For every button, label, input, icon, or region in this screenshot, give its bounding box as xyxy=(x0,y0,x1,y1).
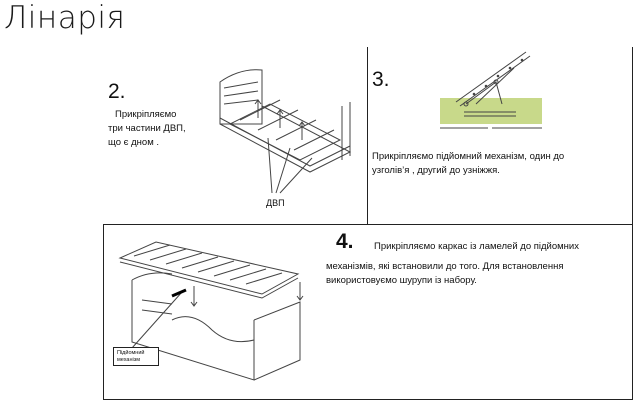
bed-base-panels-illustration xyxy=(219,69,352,194)
page-title: Лінарія xyxy=(4,0,126,36)
step-2-text: Прикріпляємо три частини ДВП, що є дном … xyxy=(108,108,218,150)
callout-line: Підйомний xyxy=(117,350,145,356)
step-2-image-label: ДВП xyxy=(266,198,285,208)
lift-mechanism-illustration xyxy=(440,51,542,129)
left-border-bottom xyxy=(103,224,104,400)
slat-frame-illustration xyxy=(118,241,304,381)
step-4-number: 4. xyxy=(336,230,354,253)
step-3-text: Прикріпляємо підйомний механізм, один до… xyxy=(372,150,630,178)
bottom-border xyxy=(103,399,633,400)
step-4-text-line: використовуємо шурупи із набору. xyxy=(326,275,477,286)
vertical-divider-top xyxy=(367,47,368,225)
horizontal-divider xyxy=(103,224,633,225)
step-2-number: 2. xyxy=(108,80,126,103)
right-border xyxy=(632,47,633,400)
lift-mechanism-callout: Підйомний механізм xyxy=(113,347,159,366)
step-4-text-line: Прикріпляємо каркас із ламелей до підйом… xyxy=(374,241,579,252)
step-3-text-line: узголів’я , другий до узніжжя. xyxy=(372,165,500,176)
step-4-text: Прикріпляємо каркас із ламелей до підйом… xyxy=(326,240,629,288)
step-2-text-line: що є дном . xyxy=(108,137,160,148)
callout-line: механізм xyxy=(117,356,141,363)
step-4-text-line: механізмів, які встановили до того. Для … xyxy=(326,261,564,272)
step-3-number: 3. xyxy=(372,68,390,91)
step-3-text-line: Прикріпляємо підйомний механізм, один до xyxy=(372,151,565,162)
step-2-text-line: Прикріпляємо xyxy=(115,109,177,120)
step-2-text-line: три частини ДВП, xyxy=(108,123,186,134)
